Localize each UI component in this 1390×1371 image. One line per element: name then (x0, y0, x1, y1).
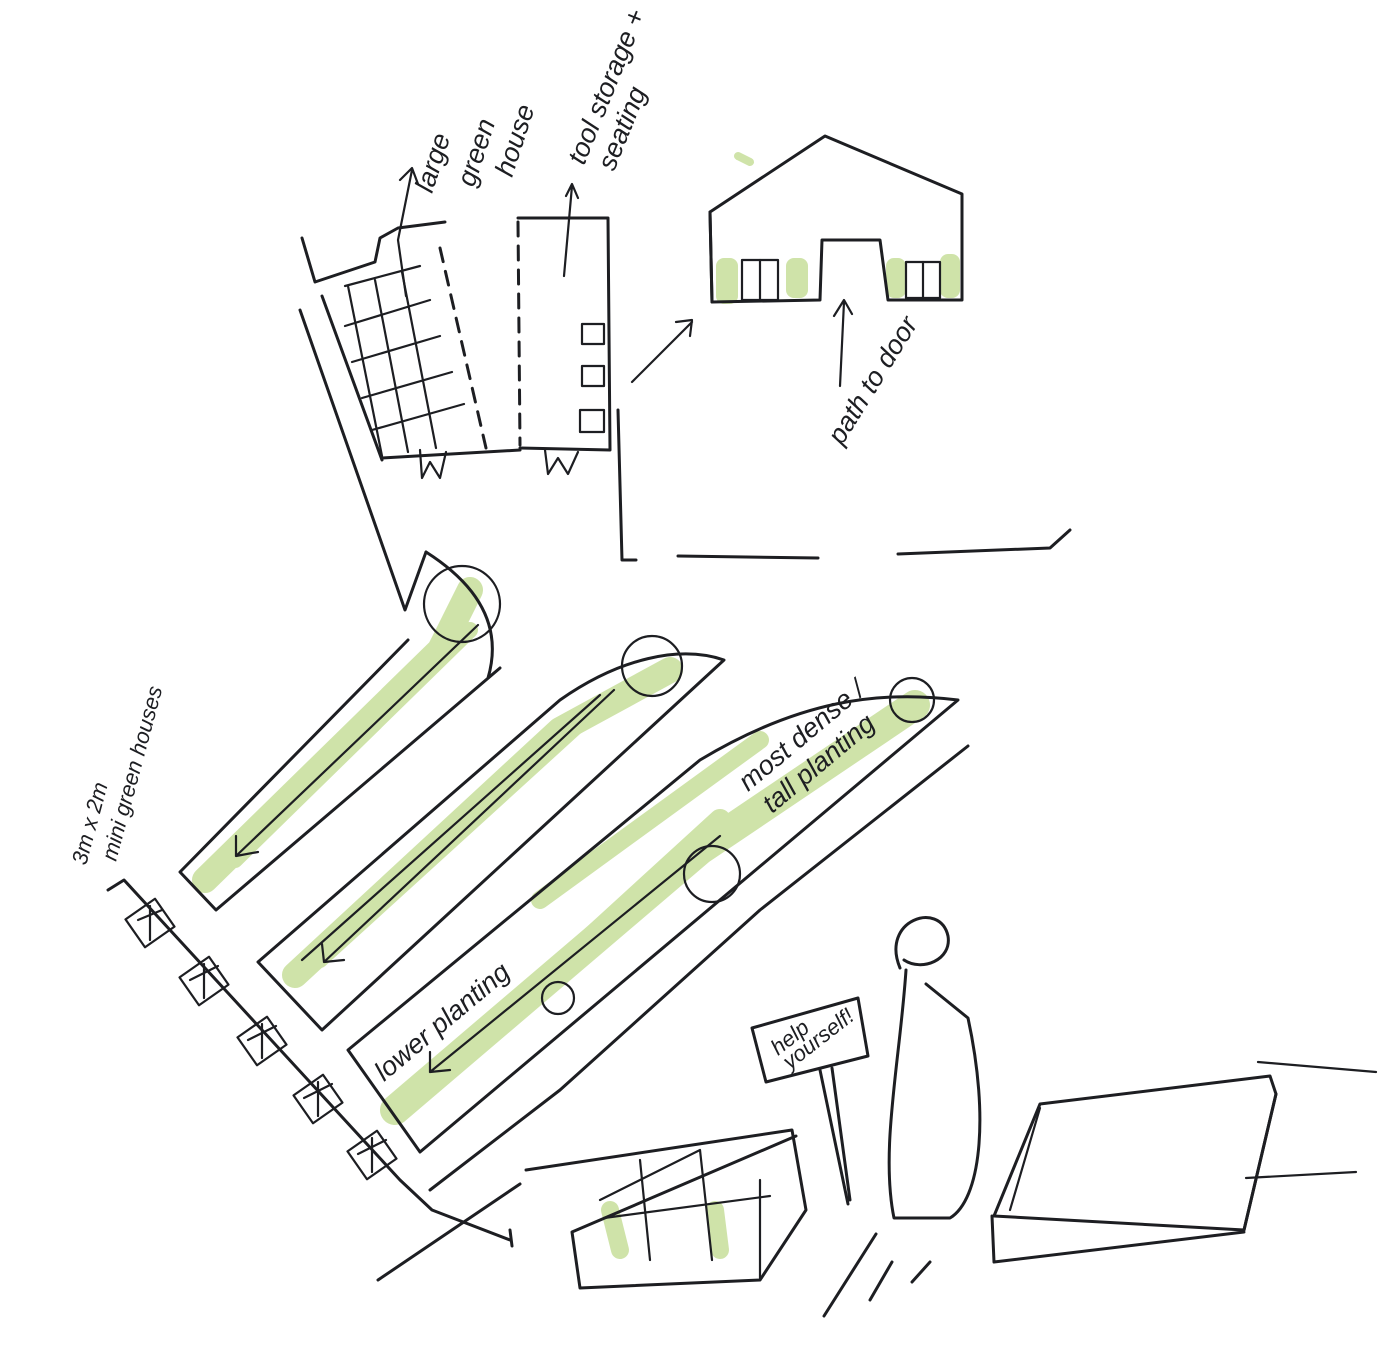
label-green: green (451, 115, 501, 190)
mini-greenhouses (106, 878, 512, 1242)
tree (887, 916, 982, 1220)
planting-bed-1 (178, 550, 502, 912)
pointer-arrows (396, 166, 854, 388)
lower-path (376, 1182, 932, 1318)
mini-greenhouse-2 (178, 955, 230, 1007)
seed-box (524, 1128, 808, 1290)
planting-bed-2 (256, 652, 726, 1032)
mini-greenhouse-3 (236, 1015, 288, 1067)
label-path-to-door: path to door (821, 310, 924, 450)
bench (990, 1060, 1378, 1264)
planting-bed-3 (346, 695, 970, 1192)
large-greenhouse-arrow (396, 166, 420, 298)
help-yourself-sign (750, 996, 870, 1206)
label-large: large (409, 129, 456, 195)
mini-greenhouse-1 (124, 897, 176, 949)
tool-storage-arrow (562, 182, 580, 278)
path-arrow (630, 318, 694, 384)
label-mini-green-houses: mini green houses (97, 683, 168, 863)
tool-storage-shed (516, 216, 612, 476)
mini-greenhouse-4 (292, 1073, 344, 1125)
path-to-door-arrow (832, 298, 854, 388)
large-greenhouse (300, 220, 522, 480)
mini-greenhouse-5 (346, 1129, 398, 1181)
bed-arrows (234, 623, 722, 1074)
label-house: house (489, 101, 540, 180)
plant-circles (422, 564, 936, 1016)
site-boundary (298, 308, 1072, 612)
seating-box-1 (580, 322, 606, 346)
seating-box-3 (578, 408, 606, 434)
seating-box-2 (580, 364, 606, 388)
house (708, 134, 964, 304)
